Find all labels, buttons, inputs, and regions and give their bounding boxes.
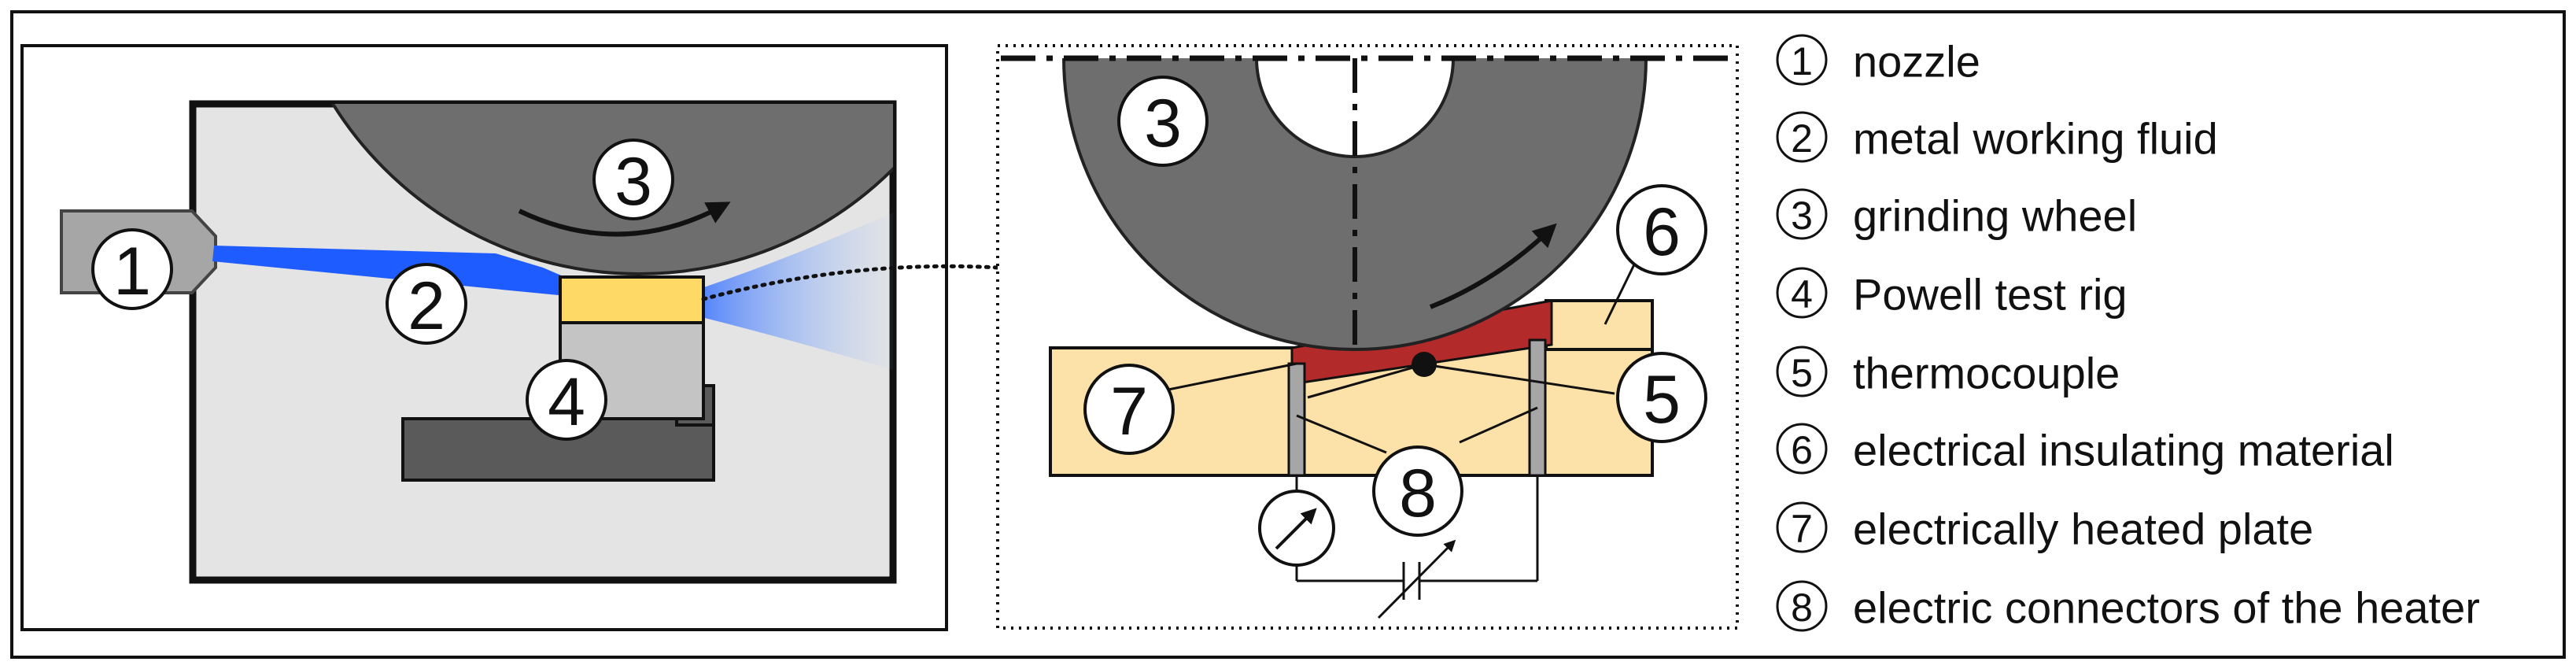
svg-text:3: 3 [1144, 86, 1182, 161]
legend-item: 8 electric connectors of the heater [1776, 580, 2480, 633]
leader-8a [1296, 414, 1387, 454]
legend-item: 1 nozzle [1776, 34, 1980, 87]
leader-5a [1423, 363, 1615, 395]
callout-4-rig: 4 [526, 359, 607, 441]
svg-text:4: 4 [1791, 272, 1813, 316]
svg-text:Powell test rig: Powell test rig [1853, 270, 2128, 320]
legend-item: 2 metal working fluid [1776, 111, 2218, 164]
svg-text:5: 5 [1791, 351, 1813, 395]
svg-text:5: 5 [1643, 362, 1681, 438]
svg-text:6: 6 [1643, 194, 1681, 270]
svg-text:nozzle: nozzle [1853, 37, 1980, 87]
svg-text:7: 7 [1110, 374, 1148, 449]
leader-5b [1307, 363, 1425, 399]
callout-3-wheel: 3 [592, 139, 674, 220]
callout-8-connectors: 8 [1372, 445, 1463, 537]
svg-text:7: 7 [1791, 507, 1813, 551]
svg-text:electric connectors of the hea: electric connectors of the heater [1853, 583, 2480, 633]
insulating-top-right [1544, 299, 1654, 351]
workpiece [559, 275, 705, 324]
svg-text:6: 6 [1791, 428, 1813, 472]
fluid-jet [212, 246, 570, 296]
overview-panel: 1 2 3 4 [20, 44, 948, 631]
legend: 1 nozzle 2 metal working fluid 3 grindin… [1776, 34, 2480, 633]
detail-leader-line [701, 264, 1000, 301]
callout-5-thermocouple: 5 [1616, 352, 1707, 443]
ammeter-icon [1258, 490, 1335, 567]
svg-text:2: 2 [408, 268, 445, 344]
svg-text:3: 3 [1791, 194, 1813, 238]
outer-frame [10, 10, 2566, 659]
heater-circuit [1295, 475, 1539, 619]
legend-item: 7 electrically heated plate [1776, 501, 2313, 554]
svg-text:thermocouple: thermocouple [1853, 349, 2120, 398]
svg-text:1: 1 [1791, 39, 1813, 83]
svg-text:electrically heated plate: electrically heated plate [1853, 505, 2313, 554]
svg-text:grinding wheel: grinding wheel [1853, 191, 2137, 241]
svg-text:2: 2 [1791, 116, 1813, 161]
svg-text:metal working fluid: metal working fluid [1853, 114, 2218, 164]
callout-1-nozzle: 1 [91, 228, 173, 310]
leader-7 [1160, 362, 1297, 393]
leader-8b [1459, 406, 1538, 444]
fluid-spray [692, 213, 893, 370]
svg-text:8: 8 [1399, 456, 1437, 531]
leader-6 [1604, 259, 1638, 325]
callout-2-fluid: 2 [386, 263, 467, 345]
legend-item: 3 grinding wheel [1776, 188, 2137, 241]
rotation-arrow-right [1429, 223, 1557, 309]
svg-text:3: 3 [614, 144, 652, 220]
callout-6-insulation: 6 [1616, 184, 1707, 275]
legend-item: 6 electrical insulating material [1776, 423, 2394, 475]
connector-left [1287, 362, 1306, 477]
legend-item: 5 thermocouple [1776, 346, 2120, 398]
svg-text:4: 4 [548, 364, 585, 440]
rotation-arrow-left [518, 201, 731, 237]
svg-text:electrical insulating material: electrical insulating material [1853, 426, 2394, 475]
legend-item: 4 Powell test rig [1776, 267, 2128, 320]
svg-text:1: 1 [113, 234, 151, 309]
svg-text:8: 8 [1791, 586, 1813, 630]
detail-panel: 3 6 5 7 8 [996, 44, 1739, 630]
callout-3-wheel-detail: 3 [1117, 76, 1209, 167]
callout-7-plate: 7 [1083, 364, 1175, 455]
